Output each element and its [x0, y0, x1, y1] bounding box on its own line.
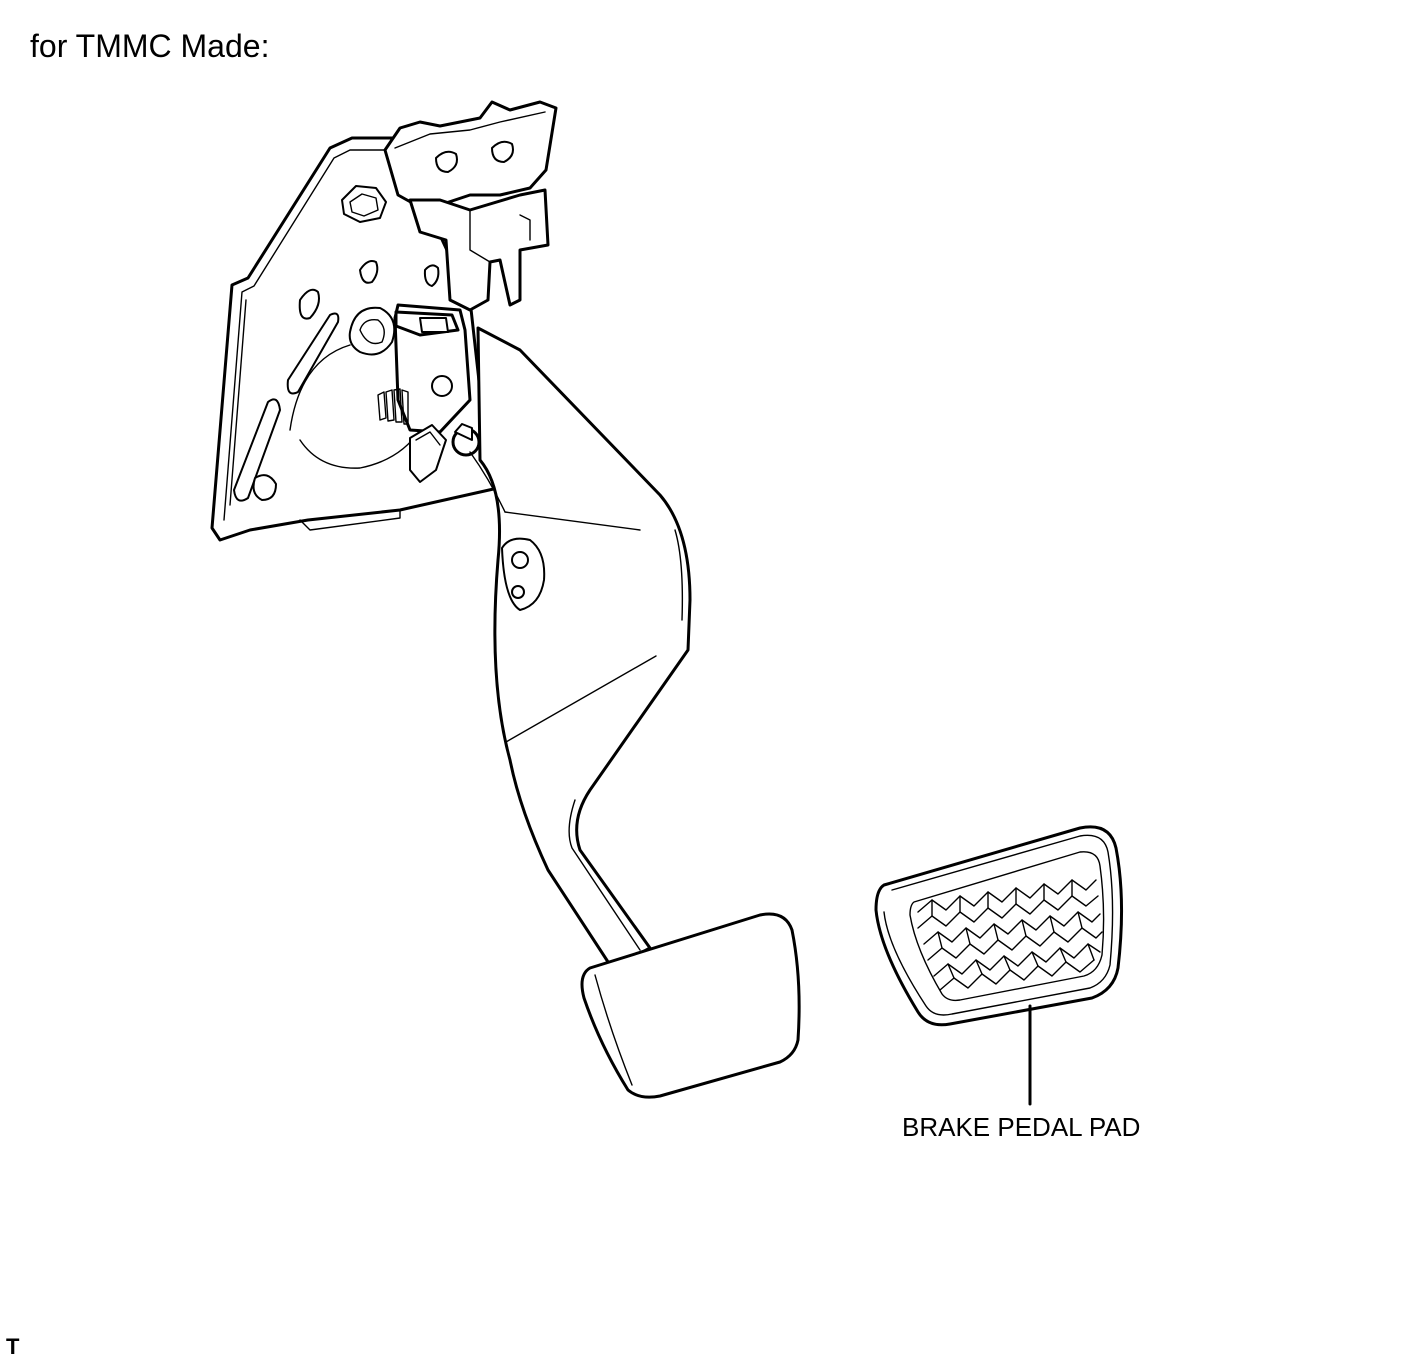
clevis-assembly — [348, 303, 506, 513]
pedal-arm — [476, 326, 692, 970]
diagram-heading: for TMMC Made: — [30, 28, 270, 64]
corner-code: T — [6, 1334, 20, 1359]
pad-tread-pattern — [917, 879, 1103, 991]
brake-pedal-pad — [874, 825, 1124, 1106]
pedal-foot — [580, 912, 801, 1099]
switch-bracket — [383, 100, 558, 312]
brake-pedal-pad-label: BRAKE PEDAL PAD — [902, 1112, 1141, 1142]
return-spring — [377, 388, 409, 425]
